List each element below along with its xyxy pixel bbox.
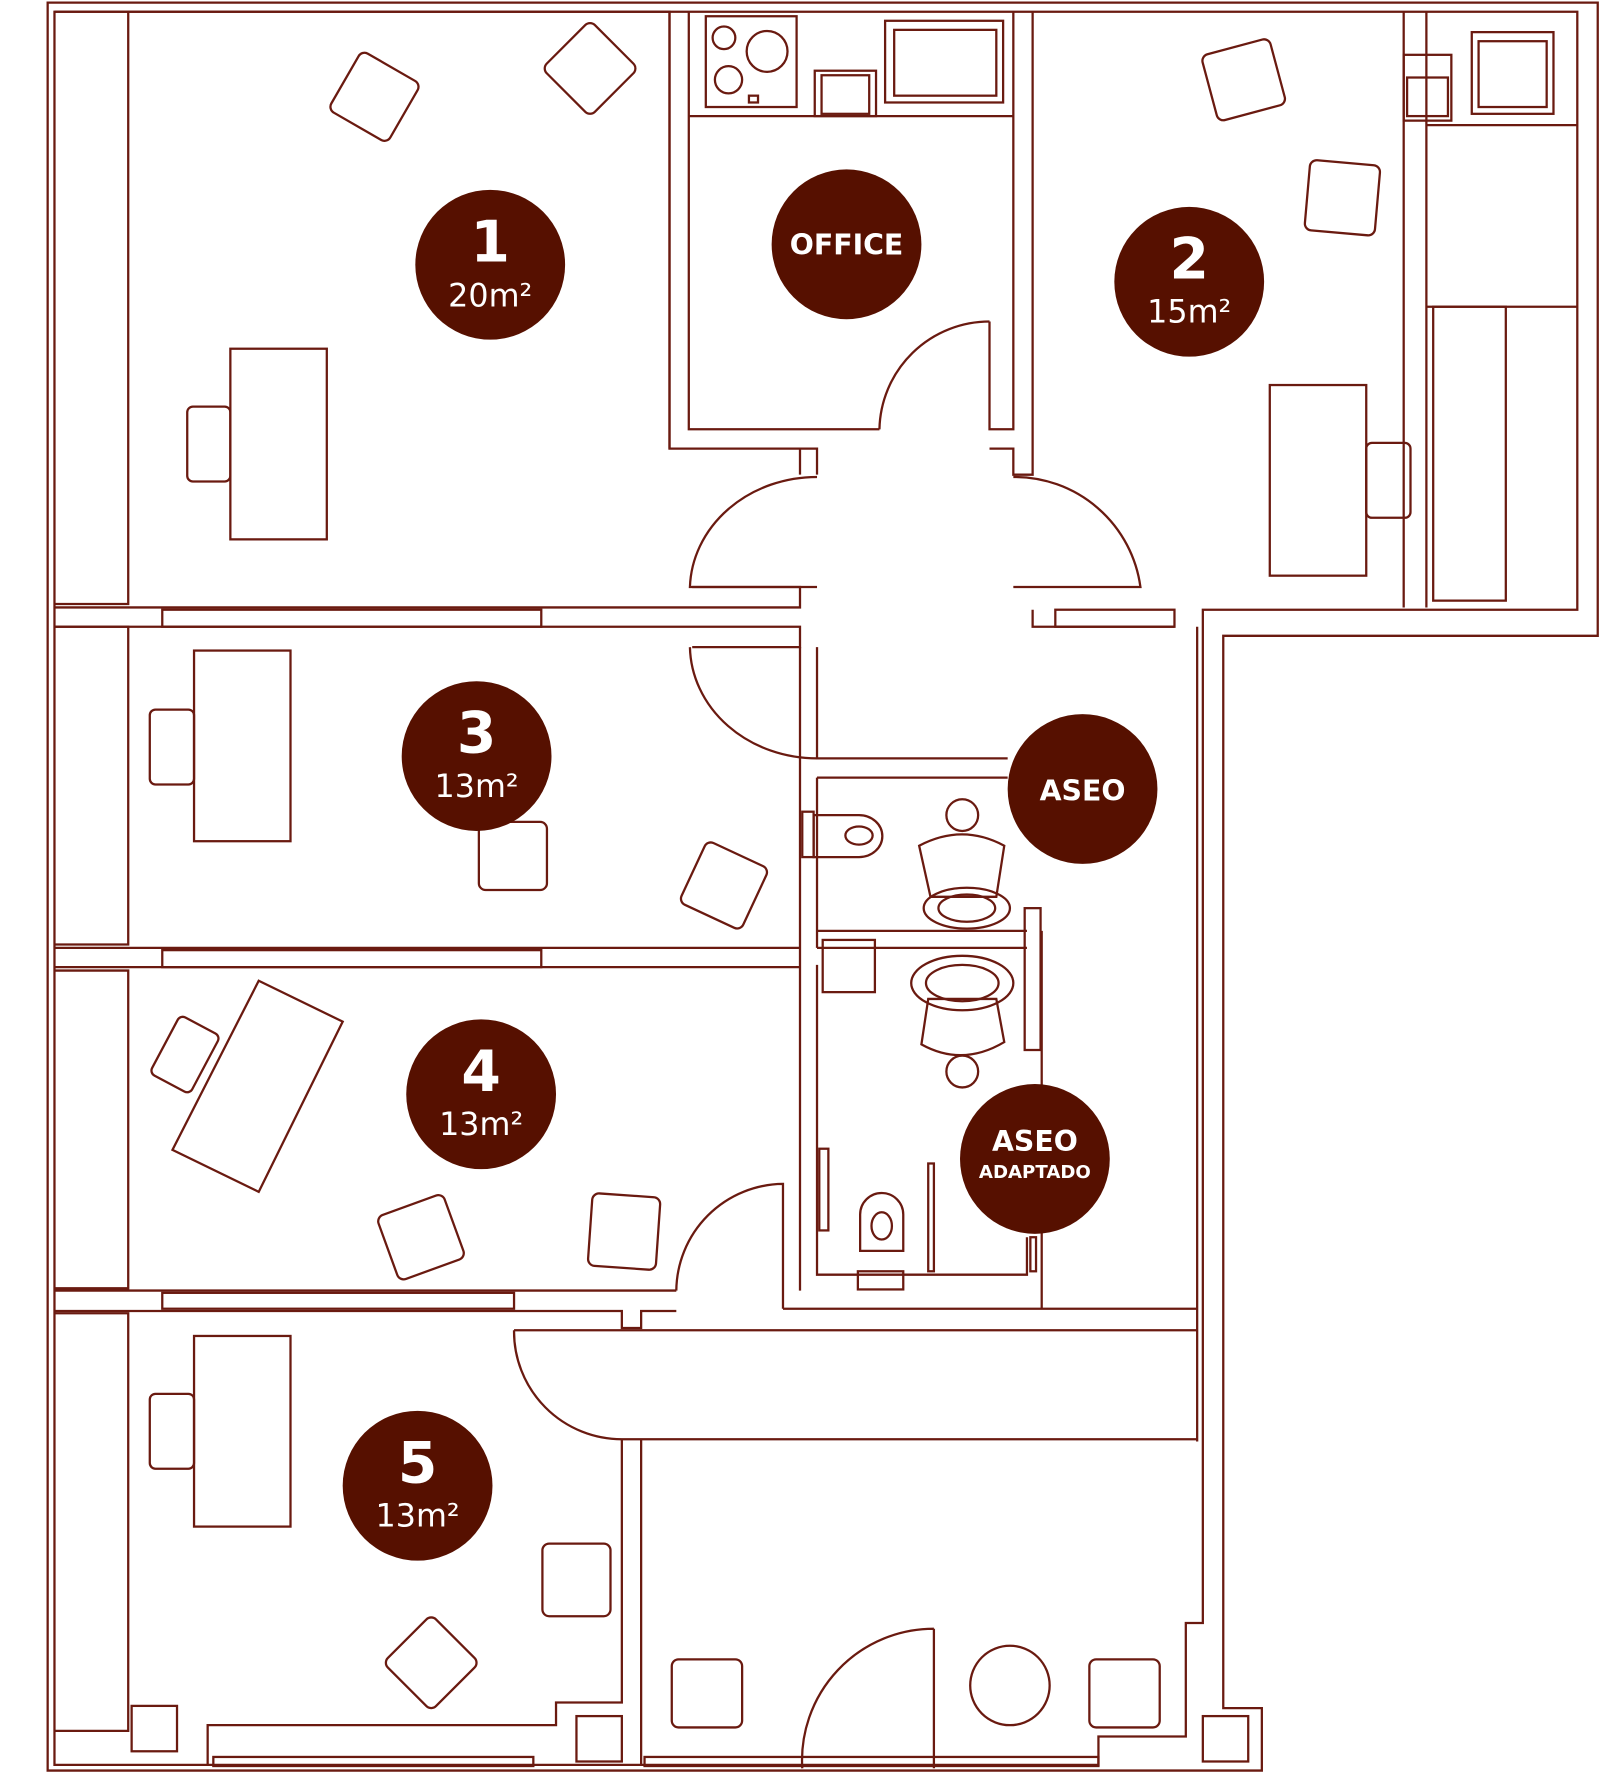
aseo-adaptado-label: ASEO ADAPTADO	[960, 1084, 1110, 1234]
furniture	[148, 21, 1412, 1729]
aseo-adaptado-text: ASEO	[992, 1125, 1078, 1158]
room-area: 15m²	[1147, 295, 1231, 331]
room-3-label: 3 13m²	[401, 681, 552, 831]
room-number: 3	[457, 701, 496, 767]
room-area: 13m²	[439, 1107, 523, 1143]
room-number: 2	[1169, 226, 1208, 292]
room-area: 13m²	[435, 769, 519, 805]
room-number: 4	[461, 1039, 500, 1105]
room-5-label: 5 13m²	[342, 1410, 493, 1561]
aseo-adaptado-subtext: ADAPTADO	[979, 1162, 1091, 1183]
room-number: 5	[398, 1430, 437, 1496]
aseo-label: ASEO	[1007, 714, 1158, 864]
room-2-label: 2 15m²	[1114, 206, 1265, 357]
office-label: OFFICE	[771, 169, 922, 320]
room-1-label: 1 20m²	[415, 189, 566, 340]
aseo-text: ASEO	[1040, 774, 1126, 807]
walls	[46, 1, 1599, 1772]
room-4-label: 4 13m²	[406, 1019, 557, 1170]
room-area: 20m²	[448, 279, 532, 315]
room-number: 1	[470, 209, 509, 275]
room-area: 13m²	[376, 1499, 460, 1535]
office-text: OFFICE	[790, 229, 904, 262]
